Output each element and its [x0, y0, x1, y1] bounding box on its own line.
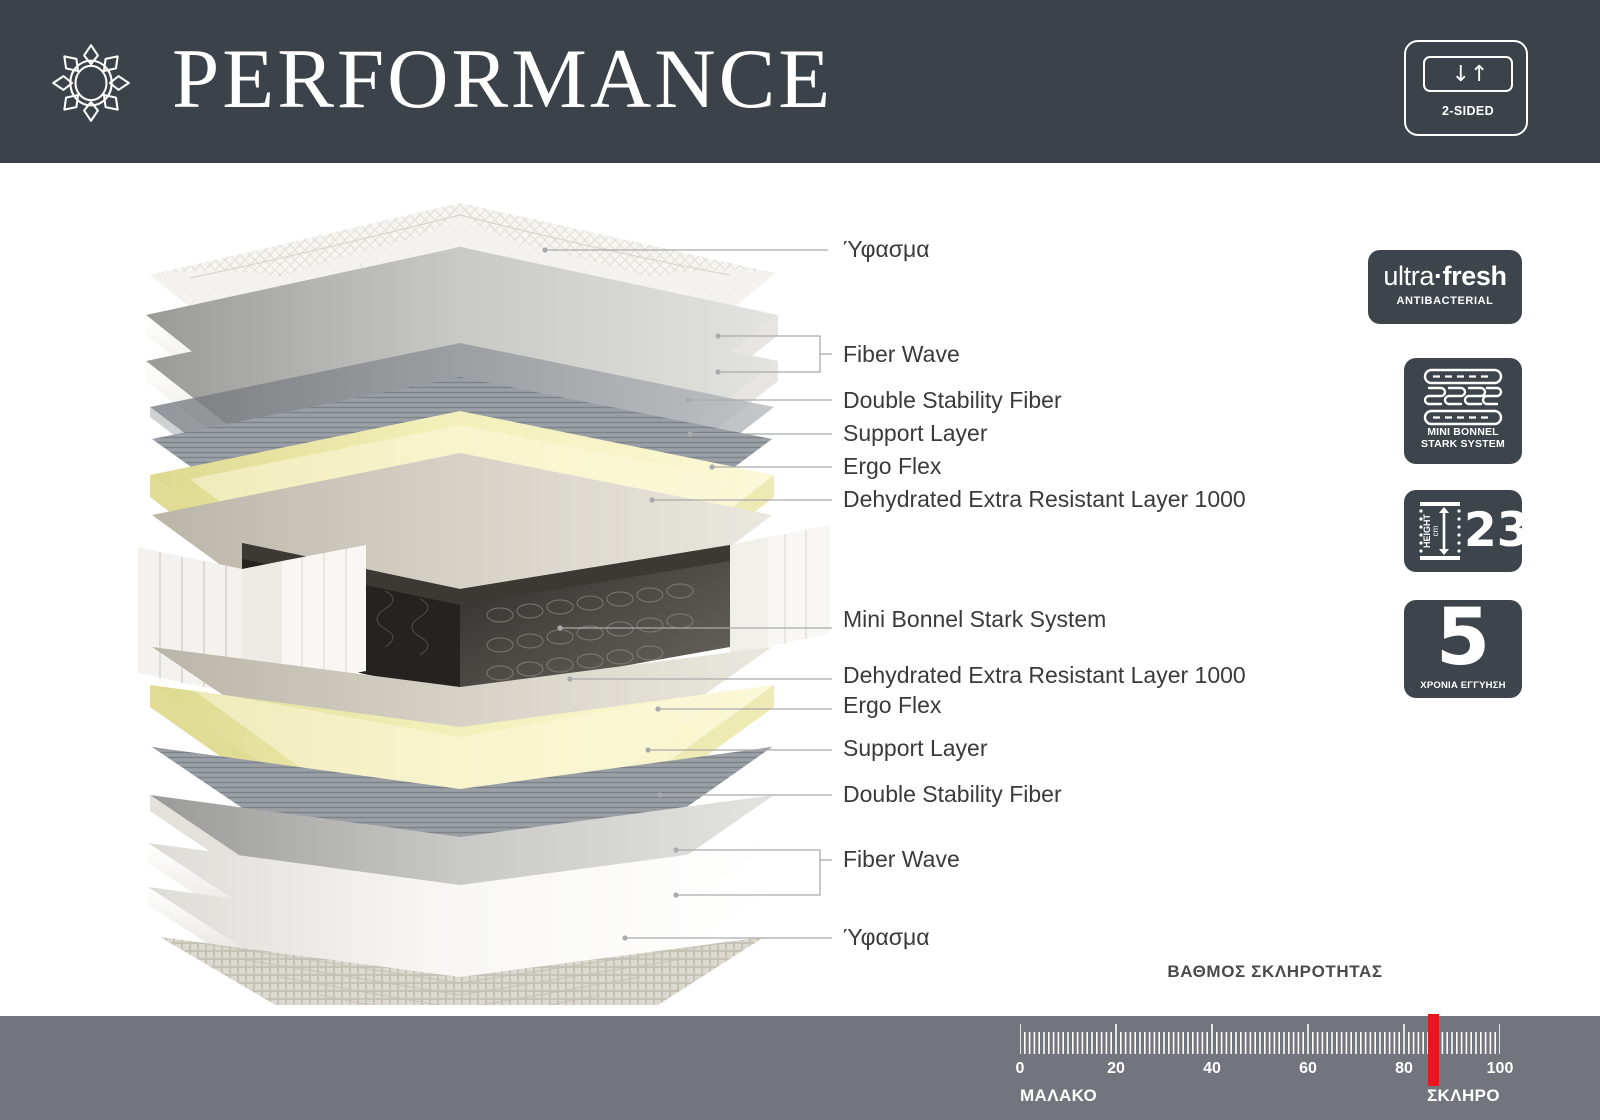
ultrafresh-dot: ·: [1433, 261, 1443, 291]
label-ergo-flex-bottom: Ergo Flex: [843, 692, 942, 718]
label-dsf-top: Double Stability Fiber: [843, 387, 1062, 413]
page-header: PERFORMANCE ↓↑ 2-SIDED: [0, 0, 1600, 163]
label-fiber-wave-bottom: Fiber Wave: [843, 846, 960, 872]
badge-warranty: 5 ΧΡΟΝΙΑ ΕΓΓΥΗΣΗ: [1404, 596, 1522, 698]
firmness-ticks: [1020, 1024, 1500, 1054]
page-title: PERFORMANCE: [172, 32, 834, 126]
leader-fiber-wave-bottom-bracket: [676, 849, 821, 896]
label-support-top: Support Layer: [843, 420, 988, 446]
mini-bonnel-spring-icon: [1423, 368, 1503, 426]
label-ergo-flex-top: Ergo Flex: [843, 453, 942, 479]
firmness-scale: 0 20 40 60 80 100 ΜΑΛΑΚΟ ΣΚΛΗΡΟ: [1016, 1014, 1520, 1120]
svg-text:cm: cm: [1431, 525, 1440, 536]
mini-bonnel-caption-line2: STARK SYSTEM: [1421, 438, 1505, 450]
firmness-title: ΒΑΘΜΟΣ ΣΚΛΗΡΟΤΗΤΑΣ: [1167, 962, 1383, 981]
ultra-fresh-subtitle: ANTIBACTERIAL: [1396, 295, 1494, 307]
leader-fiber-wave-top-bracket: [718, 335, 821, 373]
foam-edge-right: [730, 525, 830, 655]
down-up-arrows-icon: ↓↑: [1451, 62, 1489, 87]
firmness-tick-20: 20: [1107, 1060, 1125, 1077]
label-bottom-fabric: Ύφασμα: [843, 924, 930, 950]
height-ruler-icon: HEIGHT cm: [1419, 502, 1461, 560]
firmness-tick-60: 60: [1299, 1060, 1317, 1077]
ultrafresh-part-fresh: fresh: [1442, 261, 1507, 291]
firmness-hard-label: ΣΚΛΗΡΟ: [1426, 1086, 1500, 1105]
ultra-fresh-wordmark: ultra·fresh: [1368, 261, 1522, 291]
firmness-tick-0: 0: [1015, 1060, 1025, 1077]
height-value: 23: [1464, 503, 1530, 558]
label-top-fabric: Ύφασμα: [843, 236, 930, 262]
ultrafresh-part-ultra: ultra: [1383, 261, 1434, 291]
firmness-end-labels: ΜΑΛΑΚΟ ΣΚΛΗΡΟ: [1020, 1086, 1520, 1108]
svg-text:HEIGHT: HEIGHT: [1422, 514, 1432, 549]
label-spring-core: Mini Bonnel Stark System: [843, 606, 1107, 632]
badge-2-sided: ↓↑ 2-SIDED: [1404, 40, 1528, 136]
firmness-marker: [1427, 1014, 1439, 1086]
mini-bonnel-caption-line1: MINI BONNEL: [1427, 426, 1499, 438]
layer-bottom-fabric: [160, 937, 764, 1005]
label-dsf-bottom: Double Stability Fiber: [843, 781, 1062, 807]
firmness-tick-labels: 0 20 40 60 80 100: [1016, 1060, 1514, 1082]
two-sided-box-icon: ↓↑: [1423, 56, 1513, 92]
label-derl-top: Dehydrated Extra Resistant Layer 1000: [843, 486, 1246, 512]
warranty-years-value: 5: [1435, 593, 1491, 683]
firmness-tick-80: 80: [1395, 1060, 1413, 1077]
firmness-tick-40: 40: [1203, 1060, 1221, 1077]
label-support-bottom: Support Layer: [843, 735, 988, 761]
firmness-tick-100: 100: [1486, 1060, 1514, 1077]
two-sided-caption: 2-SIDED: [1441, 104, 1495, 118]
mattress-exploded-illustration: [138, 203, 830, 1005]
badge-mini-bonnel: MINI BONNEL STARK SYSTEM: [1404, 358, 1522, 464]
firmness-soft-label: ΜΑΛΑΚΟ: [1020, 1086, 1098, 1105]
label-fiber-wave-top: Fiber Wave: [843, 341, 960, 367]
mini-bonnel-caption: MINI BONNEL STARK SYSTEM: [1404, 426, 1522, 450]
badge-height: HEIGHT cm 23: [1404, 490, 1530, 572]
footer-bar: [0, 1016, 1600, 1120]
label-derl-bottom: Dehydrated Extra Resistant Layer 1000: [843, 662, 1246, 688]
floral-rosette-logo: [52, 44, 130, 122]
warranty-caption: ΧΡΟΝΙΑ ΕΓΓΥΗΣΗ: [1420, 680, 1506, 691]
badge-ultra-fresh: ultra·fresh ANTIBACTERIAL: [1368, 250, 1522, 324]
